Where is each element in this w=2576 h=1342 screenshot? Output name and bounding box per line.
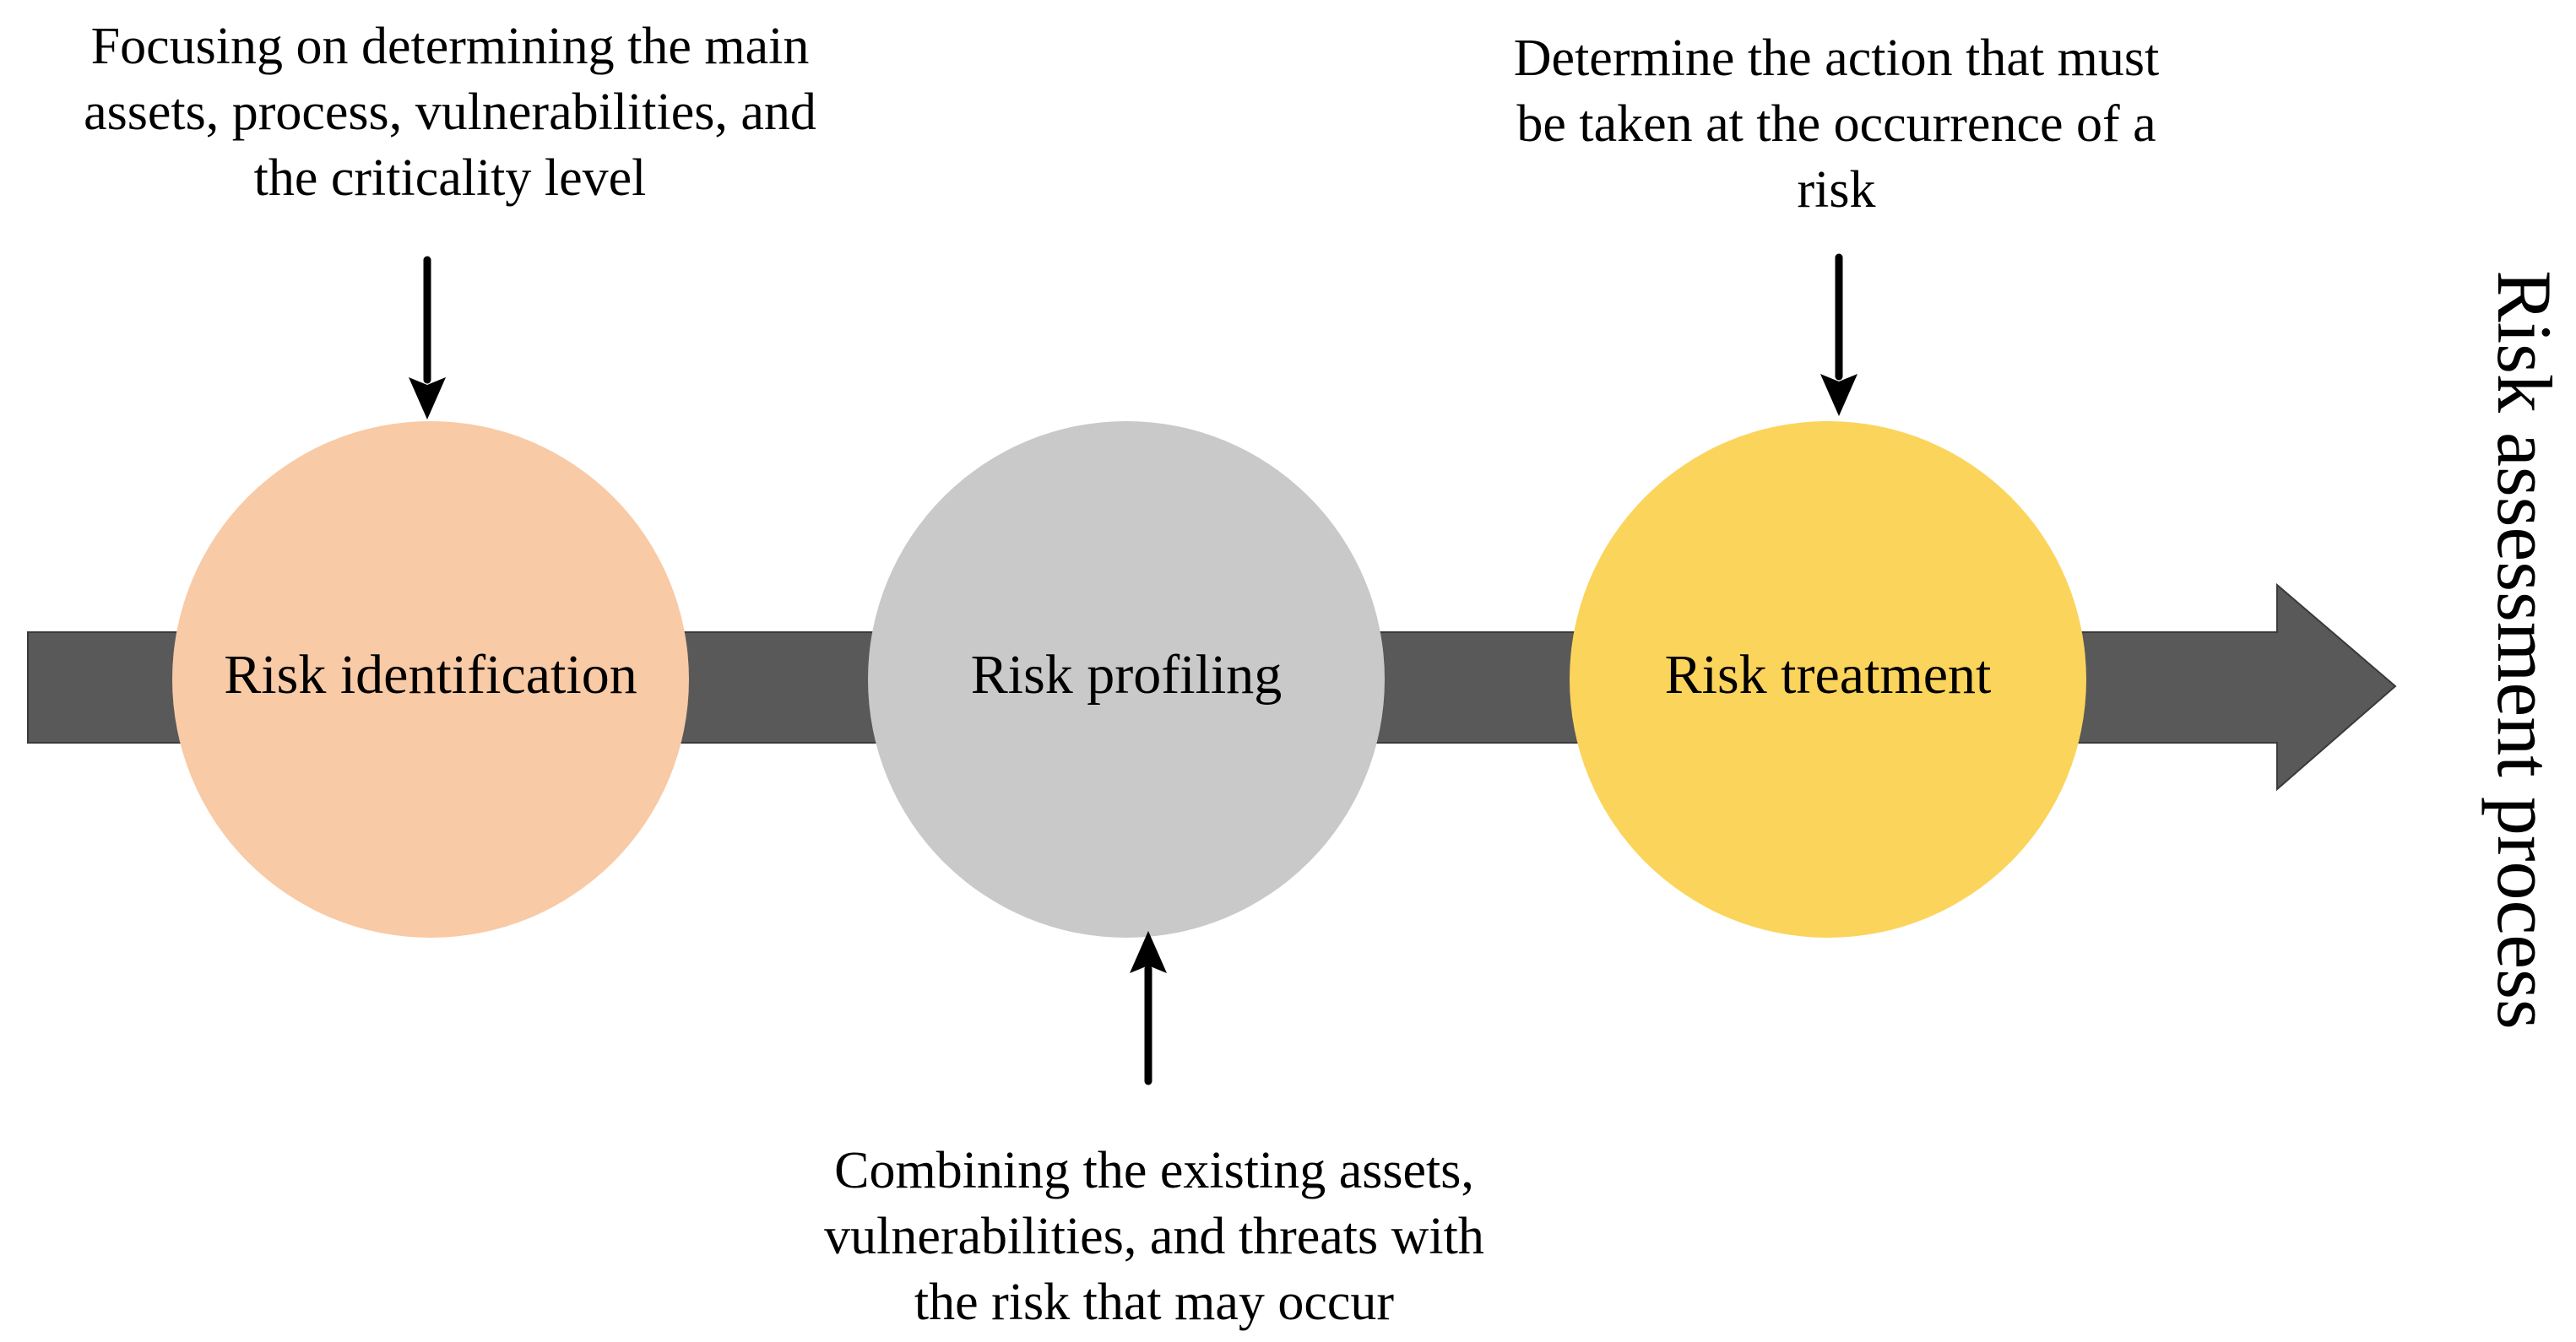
axis-label-vertical: Risk assessment process bbox=[2481, 270, 2568, 1030]
stage-circle-risk-identification bbox=[172, 421, 689, 938]
annotation-line: Focusing on determining the main bbox=[90, 18, 810, 75]
annotation-line: assets, process, vulnerabilities, and bbox=[84, 84, 816, 141]
annotation-line: vulnerabilities, and threats with bbox=[824, 1208, 1484, 1265]
stage-circle-risk-profiling bbox=[868, 421, 1385, 938]
annotation-arrow-down-risk-identification bbox=[409, 256, 446, 419]
annotation-line: Determine the action that must bbox=[1513, 30, 2160, 87]
annotation-line: risk bbox=[1797, 161, 1876, 219]
stage-label-risk-treatment: Risk treatment bbox=[1664, 644, 1992, 706]
annotation-line: be taken at the occurrence of a bbox=[1516, 95, 2156, 153]
stage-label-risk-identification: Risk identification bbox=[224, 644, 637, 706]
annotation-line: the risk that may occur bbox=[914, 1274, 1395, 1331]
annotation-arrow-up-risk-profiling bbox=[1130, 931, 1167, 1085]
annotation-arrow-down-risk-treatment bbox=[1820, 253, 1857, 416]
stage-circle-risk-treatment bbox=[1570, 421, 2086, 938]
annotation-risk-profiling: Combining the existing assets, vulnerabi… bbox=[824, 1138, 1484, 1335]
annotation-line: Combining the existing assets, bbox=[834, 1142, 1474, 1199]
stage-label-risk-profiling: Risk profiling bbox=[970, 644, 1283, 706]
annotation-line: the criticality level bbox=[253, 149, 647, 207]
annotation-risk-treatment: Determine the action that must be taken … bbox=[1514, 25, 2159, 223]
annotation-risk-identification: Focusing on determining the main assets,… bbox=[84, 14, 816, 211]
